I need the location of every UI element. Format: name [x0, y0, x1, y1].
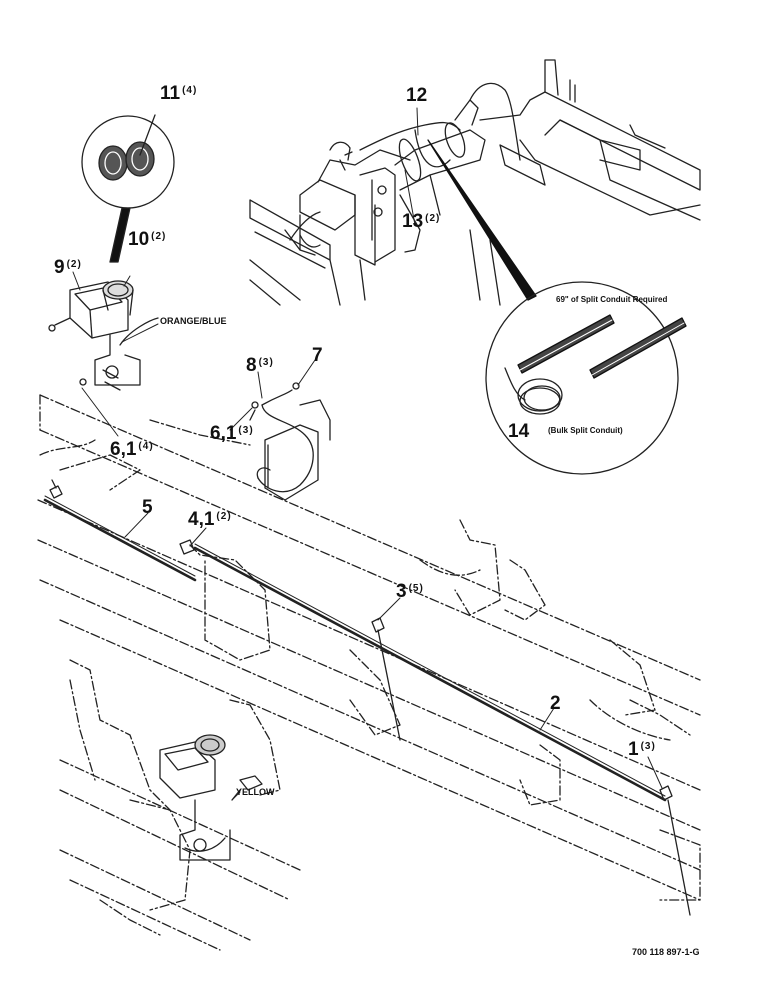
hitch-wire-harness: [299, 121, 461, 248]
callout-number: 12: [406, 85, 428, 106]
callout-9: 9(2): [54, 258, 82, 277]
callout-qty: (2): [66, 259, 82, 270]
callout-number: 5: [142, 497, 153, 518]
yellow-wire-note: YELLOW: [236, 787, 275, 797]
lower-frame: [59, 659, 301, 951]
callout-qty: (4): [138, 441, 154, 452]
callout-number: 4,1: [188, 509, 215, 530]
conduit-rod-5: [43, 495, 197, 582]
split-conduit-zoom-circle: [485, 281, 687, 475]
callout-qty: (2): [425, 213, 441, 224]
callout-qty: (4): [182, 85, 198, 96]
callout-5: 5: [142, 498, 155, 517]
callout-number: 7: [312, 345, 323, 366]
callout-11: 11(4): [160, 84, 197, 103]
callout-12: 12: [406, 86, 429, 105]
rake-frame: [37, 394, 701, 901]
callout-number: 8: [246, 355, 257, 376]
orange-blue-wire-note: ORANGE/BLUE: [160, 316, 227, 326]
callout-13: 13(2): [402, 212, 440, 231]
callout-number: 11: [160, 83, 181, 104]
callout-3: 3(5): [396, 582, 424, 601]
callout-number: 10: [128, 229, 150, 250]
conduit-clips: [49, 479, 691, 916]
callout-number: 1: [628, 739, 639, 760]
lower-warning-lamp: [159, 734, 263, 861]
conduit-zoom-leader: [427, 139, 537, 301]
callout-qty: (2): [216, 511, 232, 522]
callout-number: 13: [402, 211, 424, 232]
callout-1: 1(3): [628, 740, 656, 759]
wire-bracket-assembly: [249, 382, 331, 501]
bulk-split-conduit-note: (Bulk Split Conduit): [548, 426, 623, 435]
conduit-rod-2: [193, 543, 667, 802]
callout-number: 14: [508, 421, 530, 442]
callout-number: 9: [54, 257, 65, 278]
split-conduit-required-note: 69" of Split Conduit Required: [556, 295, 668, 304]
callout-number: 2: [550, 693, 561, 714]
warning-lamp-assembly: [48, 280, 159, 391]
callout-4-1: 4,1(2): [188, 510, 232, 529]
callout-6-1-b: 6,1(4): [110, 440, 154, 459]
callout-qty: (3): [640, 741, 656, 752]
callout-number: 6,1: [110, 439, 137, 460]
callout-leaders: [72, 107, 663, 801]
callout-qty: (3): [258, 357, 274, 368]
callout-qty: (5): [408, 583, 424, 594]
callout-qty: (3): [238, 425, 254, 436]
callout-10: 10(2): [128, 230, 166, 249]
callout-number: 3: [396, 581, 407, 602]
callout-14: 14: [508, 422, 531, 441]
hitch-frame-assembly: [249, 59, 701, 306]
callout-2: 2: [550, 694, 563, 713]
callout-number: 6,1: [210, 423, 237, 444]
callout-8: 8(3): [246, 356, 274, 375]
drawing-code: 700 118 897-1-G: [632, 947, 700, 957]
callout-6-1-a: 6,1(3): [210, 424, 254, 443]
callout-qty: (2): [151, 231, 167, 242]
callout-7: 7: [312, 346, 325, 365]
reflector-zoom-circle: [81, 114, 175, 263]
